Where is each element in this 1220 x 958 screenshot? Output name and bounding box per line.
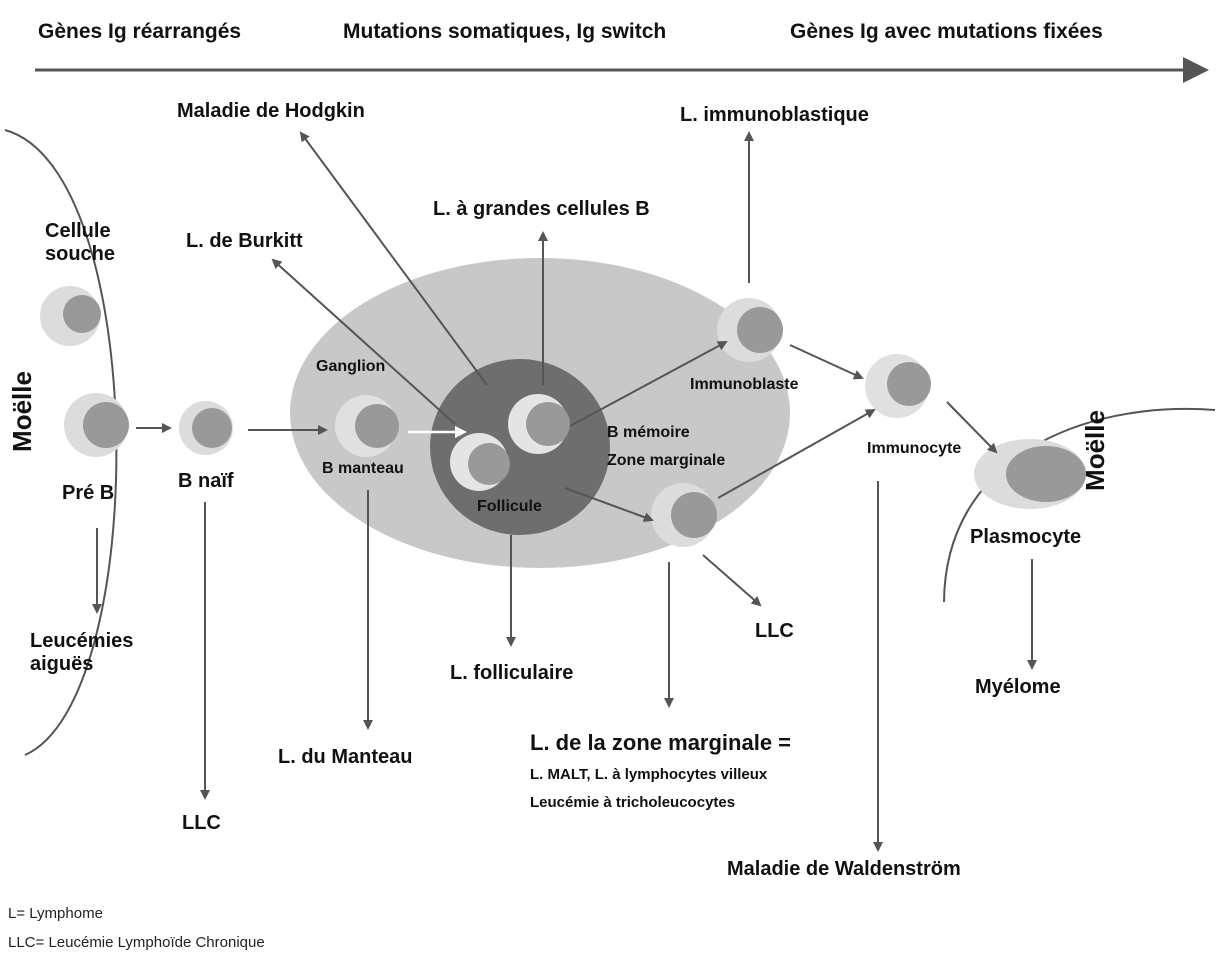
immunoblast-cell — [717, 298, 783, 362]
hairy-cell-leukemia-label: Leucémie à tricholeucocytes — [530, 794, 736, 811]
marginal-zone-lymphoma-title: L. de la zone marginale = — [530, 730, 792, 755]
follicular-lymphoma-label: L. folliculaire — [450, 662, 574, 684]
immunocyte-label: Immunocyte — [867, 440, 962, 457]
lymph-node-label: Ganglion — [316, 358, 386, 375]
myeloma-label: Myélome — [975, 676, 1061, 698]
arrow-immunocyte-to-plasmocyte — [946, 401, 998, 454]
bone-marrow-right-label: Moëlle — [1079, 410, 1110, 491]
timeline-stage-2: Mutations somatiques, Ig switch — [343, 20, 667, 43]
plasmocyte-cell — [974, 439, 1086, 509]
mantle-lymphoma-label: L. du Manteau — [278, 746, 413, 768]
naive-b-label: B naïf — [178, 470, 234, 492]
arrow-marginal-to-immunocyte — [717, 409, 876, 499]
bone-marrow-left-label: Moëlle — [6, 371, 37, 452]
mantle-b-label: B manteau — [322, 460, 404, 477]
arrow-immunoblast-to-immunocyte — [789, 344, 864, 380]
acute-leukemias-label: Leucémies aiguës — [30, 630, 134, 675]
follicle-cell-1 — [508, 394, 570, 454]
arrow-follicle-to-hodgkin — [299, 131, 488, 386]
timeline-stage-3: Gènes Ig avec mutations fixées — [790, 20, 1103, 43]
marginal-zone-lymphoma-subtypes: L. MALT, L. à lymphocytes villeux — [530, 766, 768, 783]
arrow-follicle-to-burkitt — [271, 258, 456, 425]
marginal-zone-cell — [651, 483, 717, 547]
arrows — [92, 131, 1037, 852]
immunoblast-label: Immunoblaste — [690, 376, 799, 393]
mantle-b-cell — [335, 395, 399, 457]
marginal-zone-cell-label: Zone marginale — [607, 452, 726, 469]
arrow-marginal-to-llc — [702, 554, 762, 607]
follicle-label: Follicule — [477, 498, 542, 515]
follicle-cell-2 — [450, 433, 510, 491]
legend-lymphoma: L= Lymphome — [8, 905, 103, 922]
arrow-follicle-to-immunoblast — [569, 341, 728, 427]
stem-cell-label: Cellule souche — [45, 220, 116, 265]
llc-marginal-label: LLC — [755, 620, 794, 642]
hodgkin-label: Maladie de Hodgkin — [177, 100, 365, 122]
pre-b-cell — [64, 393, 129, 457]
immunocyte-cell — [865, 354, 931, 418]
arrow-follicle-to-marginal-zone — [564, 487, 654, 522]
large-b-cell-lymphoma-label: L. à grandes cellules B — [433, 198, 650, 220]
waldenstrom-label: Maladie de Waldenström — [727, 858, 961, 880]
legend-llc: LLC= Leucémie Lymphoïde Chronique — [8, 934, 265, 951]
burkitt-lymphoma-label: L. de Burkitt — [186, 230, 303, 252]
immunoblastic-lymphoma-label: L. immunoblastique — [680, 104, 869, 126]
pre-b-label: Pré B — [62, 482, 115, 504]
plasmocyte-label: Plasmocyte — [970, 526, 1082, 548]
llc-naive-label: LLC — [182, 812, 221, 834]
stem-cell — [40, 286, 101, 346]
naive-b-cell — [179, 401, 233, 455]
memory-b-label: B mémoire — [607, 424, 690, 441]
timeline-stage-1: Gènes Ig réarrangés — [38, 20, 242, 43]
